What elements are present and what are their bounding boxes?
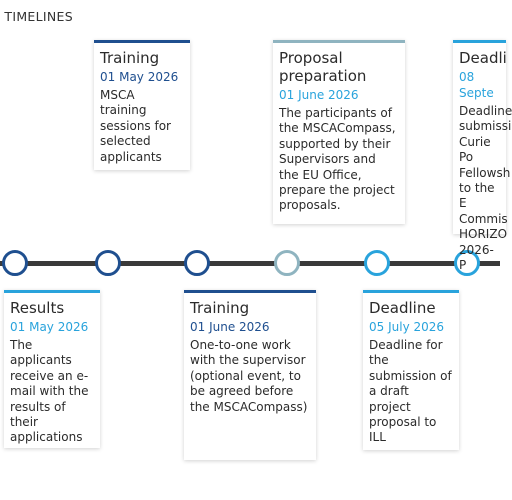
event-card-deadline-september[interactable]: Deadli 08 Septe Deadline submissi Curie … — [453, 40, 512, 272]
card-accent-bar — [273, 40, 405, 43]
card-accent-bar — [4, 290, 100, 293]
event-card-deadline-july[interactable]: Deadline 05 July 2026 Deadline for the s… — [363, 290, 459, 450]
event-card-proposal-preparation[interactable]: Proposal preparation 01 June 2026 The pa… — [273, 40, 405, 224]
card-description: One-to-one work with the supervisor (opt… — [190, 338, 308, 414]
timeline-line — [0, 261, 500, 266]
card-accent-bar — [94, 40, 190, 43]
timeline-node-deadline-july[interactable] — [364, 250, 390, 276]
event-card-results[interactable]: Results 01 May 2026 The applicants recei… — [4, 290, 100, 448]
card-date: 01 May 2026 — [10, 320, 89, 334]
card-title: Results — [10, 299, 65, 317]
event-card-training-june[interactable]: Training 01 June 2026 One-to-one work wi… — [184, 290, 316, 460]
card-description: Deadline for the submission of a draft p… — [369, 338, 452, 445]
card-date: 01 May 2026 — [100, 70, 179, 84]
timeline-node-deadline-september[interactable] — [454, 250, 480, 276]
card-description: Deadline submissi Curie Po Fellowsh to t… — [459, 104, 512, 273]
card-accent-bar — [363, 290, 459, 293]
card-accent-bar — [184, 290, 316, 293]
card-accent-bar — [453, 40, 506, 43]
card-title: Proposal preparation — [279, 49, 367, 85]
timeline-node-results[interactable] — [2, 250, 28, 276]
card-title: Deadline — [369, 299, 436, 317]
timeline-node-training-may[interactable] — [95, 250, 121, 276]
card-title: Deadli — [459, 49, 507, 67]
card-date: 01 June 2026 — [279, 88, 359, 102]
card-title: Training — [190, 299, 250, 317]
card-date: 05 July 2026 — [369, 320, 445, 334]
timeline-node-proposal-preparation[interactable] — [274, 250, 300, 276]
section-title: O TIMELINES — [0, 9, 73, 24]
card-date: 08 Septe — [459, 70, 494, 100]
card-description: MSCA training sessions for selected appl… — [100, 88, 171, 164]
card-description: The participants of the MSCACompass, sup… — [279, 106, 396, 213]
card-date: 01 June 2026 — [190, 320, 270, 334]
card-description: The applicants receive an e-mail with th… — [10, 338, 89, 445]
card-title: Training — [100, 49, 160, 67]
timeline-node-training-june[interactable] — [184, 250, 210, 276]
event-card-training-may[interactable]: Training 01 May 2026 MSCA training sessi… — [94, 40, 190, 170]
